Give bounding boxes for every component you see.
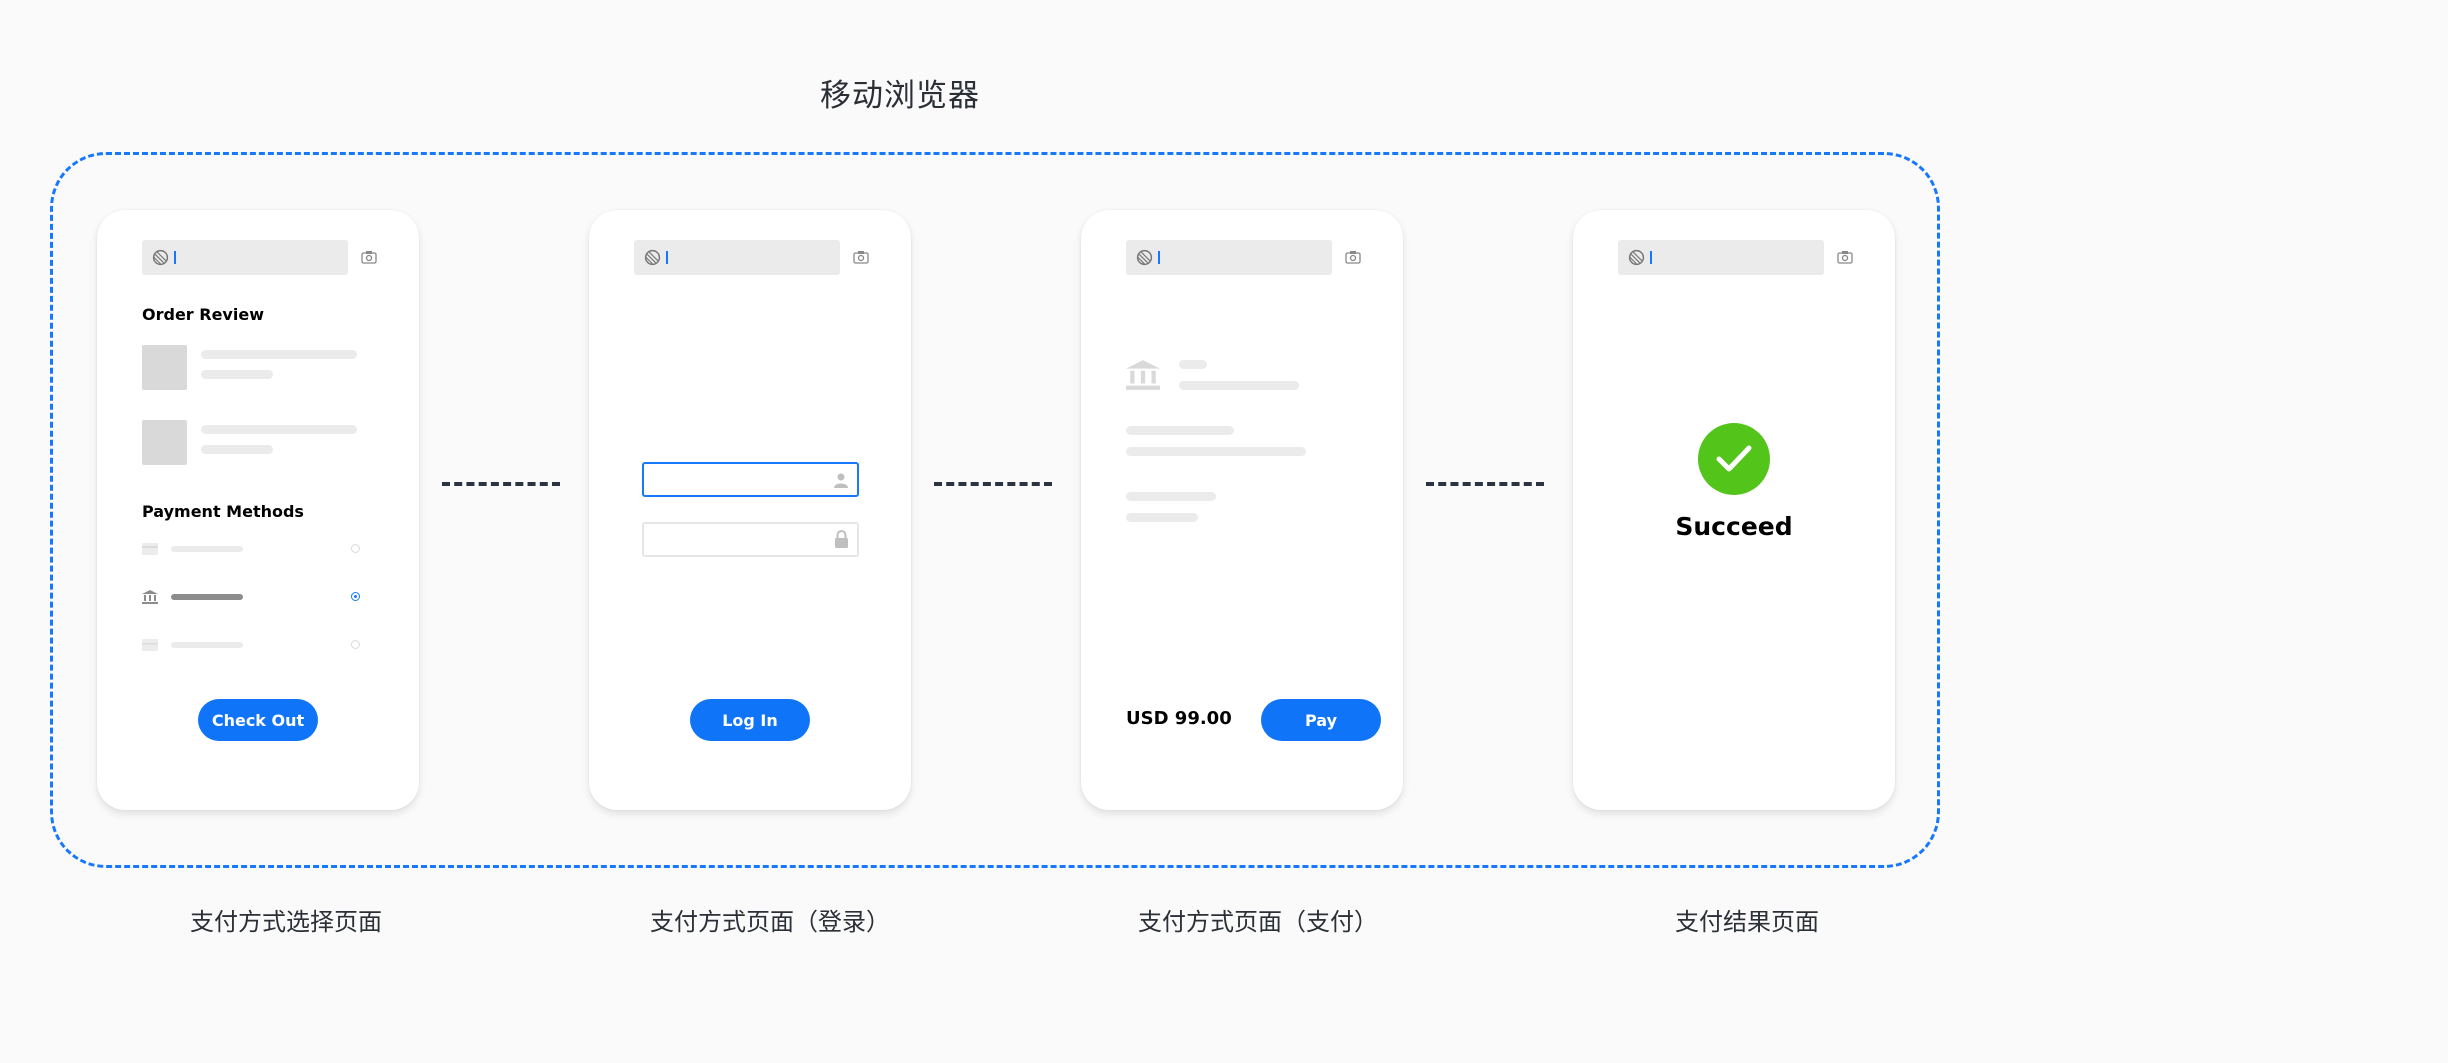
product-thumbnail: [142, 345, 187, 390]
address-bar[interactable]: [142, 240, 348, 275]
address-bar[interactable]: [634, 240, 840, 275]
caption-login: 支付方式页面（登录）: [650, 908, 890, 936]
caption-result: 支付结果页面: [1675, 908, 1819, 936]
password-field[interactable]: [642, 522, 859, 557]
diagram-title: 移动浏览器: [820, 78, 980, 114]
detail-line-placeholder: [1126, 447, 1306, 456]
flow-connector: [934, 482, 1052, 486]
check-out-button[interactable]: Check Out: [198, 699, 318, 741]
globe-icon: [644, 249, 661, 266]
user-icon: [834, 473, 848, 488]
product-line-placeholder: [201, 350, 357, 359]
globe-icon: [1136, 249, 1153, 266]
globe-icon: [1628, 249, 1645, 266]
card-icon: [142, 543, 158, 555]
wallet-icon: [142, 639, 158, 651]
bank-icon: [142, 590, 158, 604]
address-bar[interactable]: [1618, 240, 1824, 275]
detail-line-placeholder: [1126, 492, 1216, 501]
username-field[interactable]: [642, 462, 859, 497]
phone-screen-pay: USD 99.00 Pay: [1081, 210, 1403, 810]
product-line-placeholder: [201, 425, 357, 434]
detail-line-placeholder: [1126, 513, 1198, 522]
address-bar[interactable]: [1126, 240, 1332, 275]
camera-icon[interactable]: [361, 250, 377, 264]
text-cursor: [1650, 251, 1652, 264]
payment-methods-title: Payment Methods: [142, 502, 304, 521]
method-label-placeholder: [171, 546, 243, 552]
product-thumbnail: [142, 420, 187, 465]
method-label-placeholder-selected: [171, 594, 243, 600]
caption-pay: 支付方式页面（支付）: [1138, 908, 1378, 936]
product-line-placeholder: [201, 370, 273, 379]
caption-method-select: 支付方式选择页面: [190, 908, 382, 936]
phone-screen-method-select: Order Review Payment Methods Check Out: [97, 210, 419, 810]
merchant-line-placeholder: [1179, 360, 1207, 369]
merchant-line-placeholder: [1179, 381, 1299, 390]
check-circle-icon: [1698, 423, 1770, 495]
mobile-browser-frame: [50, 152, 1940, 868]
order-review-title: Order Review: [142, 305, 264, 324]
log-in-button[interactable]: Log In: [690, 699, 810, 741]
method-radio[interactable]: [351, 544, 360, 553]
camera-icon[interactable]: [853, 250, 869, 264]
detail-line-placeholder: [1126, 426, 1234, 435]
globe-icon: [152, 249, 169, 266]
bank-icon: [1126, 360, 1160, 390]
phone-screen-login: Log In: [589, 210, 911, 810]
phone-screen-result: Succeed: [1573, 210, 1895, 810]
text-cursor: [174, 251, 176, 264]
method-radio[interactable]: [351, 640, 360, 649]
text-cursor: [1158, 251, 1160, 264]
pay-button[interactable]: Pay: [1261, 699, 1381, 741]
product-line-placeholder: [201, 445, 273, 454]
camera-icon[interactable]: [1345, 250, 1361, 264]
lock-icon: [835, 530, 848, 548]
text-cursor: [666, 251, 668, 264]
result-text: Succeed: [1675, 512, 1793, 541]
flow-connector: [442, 482, 560, 486]
flow-connector: [1426, 482, 1544, 486]
camera-icon[interactable]: [1837, 250, 1853, 264]
method-radio-selected[interactable]: [351, 592, 360, 601]
payment-amount: USD 99.00: [1126, 708, 1232, 729]
method-label-placeholder: [171, 642, 243, 648]
